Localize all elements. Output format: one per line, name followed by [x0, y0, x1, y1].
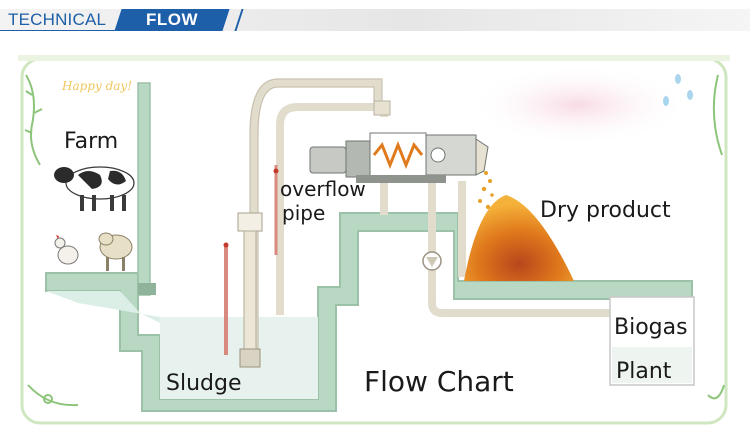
inflow-slope	[46, 291, 160, 323]
section-header: TECHNICAL FLOW	[0, 0, 750, 40]
dry-product-falling-particles	[478, 171, 494, 210]
pump-top	[237, 212, 263, 232]
decor-glow	[468, 65, 688, 145]
label-dry-product: Dry product	[540, 198, 671, 223]
label-pipe: pipe	[282, 201, 326, 225]
pipe-outlines	[249, 78, 383, 355]
pump-shaft	[243, 230, 257, 352]
pig-icon	[98, 232, 133, 271]
label-overflow: overflow	[280, 177, 366, 201]
pipe-network	[250, 79, 622, 355]
pipe-elbow	[373, 100, 391, 116]
tab-flow[interactable]: FLOW	[145, 10, 199, 29]
pump-foot	[239, 348, 261, 368]
decor-happy-day-text: Happy day!	[62, 79, 133, 93]
valve-arrow	[426, 257, 438, 267]
tab-technical-underline	[0, 30, 120, 31]
label-sludge: Sludge	[166, 371, 242, 396]
label-flow-chart: Flow Chart	[364, 365, 514, 398]
drain-gate	[138, 283, 156, 295]
screw-press-machine	[309, 132, 489, 183]
dry-product-pile	[464, 195, 574, 281]
droplets-decoration	[663, 74, 693, 106]
level-marker-right	[273, 168, 279, 174]
vine-decoration-right	[707, 74, 725, 400]
chicken-icon	[54, 235, 79, 265]
cow-icon	[54, 166, 135, 211]
tab-technical[interactable]: TECHNICAL	[8, 10, 107, 29]
label-plant: Plant	[616, 359, 672, 384]
level-marker-left	[223, 242, 229, 248]
label-biogas: Biogas	[614, 315, 688, 340]
vine-decoration-top-left	[24, 74, 43, 166]
vine-decoration-bottom-left	[27, 384, 79, 407]
biogas-fill	[612, 347, 692, 383]
sludge-water	[160, 317, 318, 399]
label-farm: Farm	[64, 129, 119, 154]
farm-wall-post	[137, 82, 151, 296]
frame-top-band	[18, 55, 730, 61]
header-bar	[0, 9, 750, 31]
flow-chart-diagram: Happy day! Farm overflow pipe Dry produc…	[18, 55, 730, 427]
diagram-illustration	[18, 55, 730, 425]
